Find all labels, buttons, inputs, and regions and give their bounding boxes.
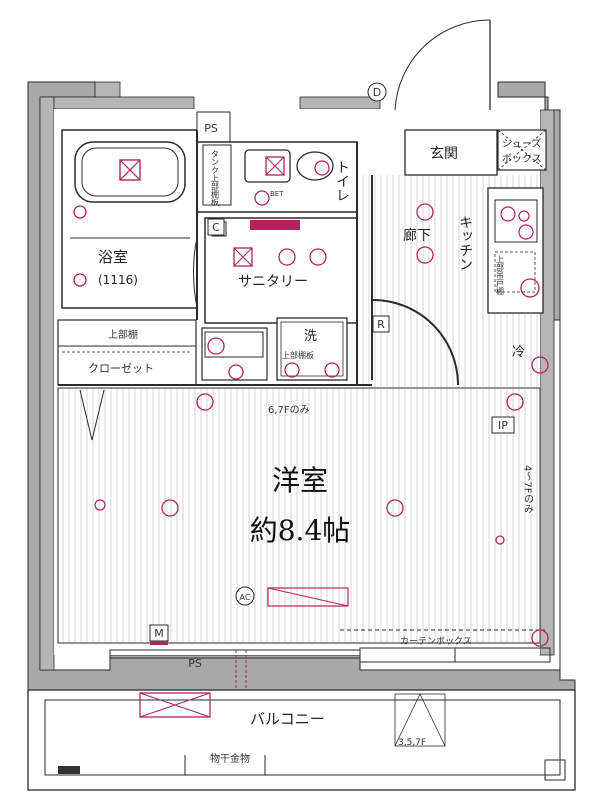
d-marker: D (367, 82, 387, 102)
floors-357-note: 3,5,7F (398, 738, 426, 748)
toilet-label: トイレ (334, 160, 350, 202)
shoes-box-line1: シューズ (502, 137, 542, 150)
fridge-label: 冷 (512, 345, 525, 360)
balcony-windows (109, 647, 551, 690)
m-marker: M (149, 624, 169, 645)
entrance (394, 19, 547, 176)
kitchen-upper-label: 上部吊戸棚 (496, 255, 505, 296)
bet-label-toilet: BET (270, 190, 284, 198)
balcony-label: バルコニー (250, 710, 325, 728)
floors-47-note: 4〜7Fのみ (522, 465, 534, 513)
ac-unit (267, 587, 349, 607)
ac-marker-label: AC (240, 593, 251, 602)
ps-label-bottom: PS (188, 657, 202, 670)
closet-label: クローゼット (88, 362, 154, 375)
balcony (27, 689, 576, 791)
bathroom (61, 129, 198, 309)
floors-67-note: 6,7Fのみ (268, 405, 310, 416)
washer-label: 洗 (304, 329, 317, 344)
corridor-label: 廊下 (403, 227, 431, 244)
drying-hardware-label: 物干金物 (210, 752, 250, 765)
ip-marker-label: IP (498, 419, 508, 432)
sanitary-label: サニタリー (238, 274, 308, 290)
entrance-label: 玄関 (430, 145, 458, 162)
bath-size: (1116) (98, 273, 138, 287)
r-marker: R (372, 315, 390, 333)
kitchen-label: キッチン (457, 215, 473, 271)
western-room-size: 約8.4帖 (250, 514, 351, 547)
western-room-label: 洋室 (272, 464, 328, 497)
washer-upper-label: 上部棚板 (282, 350, 314, 360)
toilet-room (196, 141, 358, 213)
kitchen (487, 187, 544, 314)
c-marker: C (207, 218, 225, 236)
closet-upper-label: 上部棚 (108, 328, 138, 341)
bath-label: 浴室 (98, 248, 128, 266)
d-marker-label: D (373, 86, 381, 99)
shoes-box-line2: ボックス (502, 153, 542, 165)
curtain-box-label: カーテンボックス (400, 636, 472, 647)
vanity (201, 327, 268, 381)
closet (57, 319, 197, 441)
m-marker-label: M (154, 627, 164, 640)
partitions (58, 130, 459, 386)
ip-marker: IP (491, 416, 515, 434)
ps-label-top: PS (204, 122, 218, 135)
ac-marker: AC (235, 586, 255, 606)
light-fixtures (73, 203, 549, 647)
r-marker-label: R (377, 318, 385, 331)
sanitary-room (204, 217, 358, 324)
western-room-floor (57, 387, 541, 644)
washer-space (276, 317, 348, 381)
c-marker-label: C (212, 221, 220, 234)
toilet-tank-shelf-label: タンク上部棚板 (211, 150, 220, 207)
